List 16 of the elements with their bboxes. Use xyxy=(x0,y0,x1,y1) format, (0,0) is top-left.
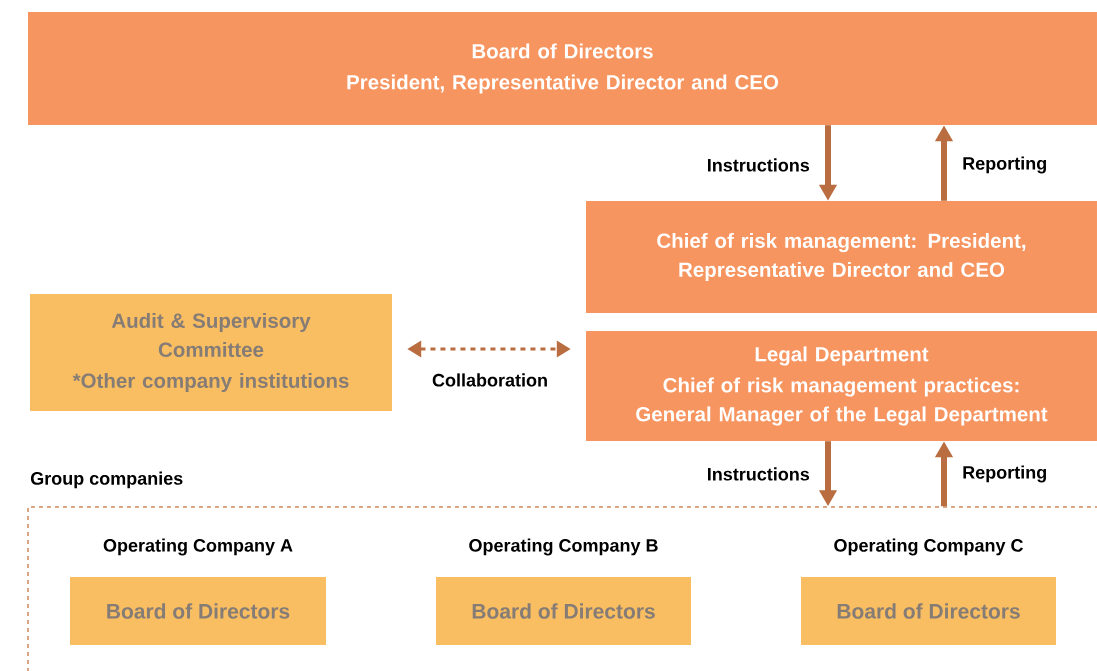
org-box: Audit & Supervisory Committee *Other company institutions xyxy=(30,294,392,411)
board-box: Board of Directors xyxy=(801,577,1056,645)
company-heading: Operating Company C xyxy=(834,538,1023,556)
node-label: Group companies xyxy=(30,471,183,489)
edge-label: Instructions xyxy=(708,467,810,481)
board-box: Board of Directors xyxy=(436,577,691,645)
board-box: Board of Directors xyxy=(70,577,326,645)
edge-label: Instructions xyxy=(708,158,810,172)
org-box: Legal Department Chief of risk management practices: General Manager of the Legal Department xyxy=(586,331,1097,441)
company-heading: Operating Company B xyxy=(469,538,658,556)
edge-label: Reporting xyxy=(963,156,1046,174)
edge-label: Reporting xyxy=(963,465,1046,483)
org-box: Board of Directors President, Representative Director and CEO xyxy=(28,12,1097,125)
org-box: Chief of risk management: President, Representative Director and CEO xyxy=(586,201,1097,313)
company-heading: Operating Company A xyxy=(103,538,293,556)
edge-label: Collaboration xyxy=(432,373,547,387)
